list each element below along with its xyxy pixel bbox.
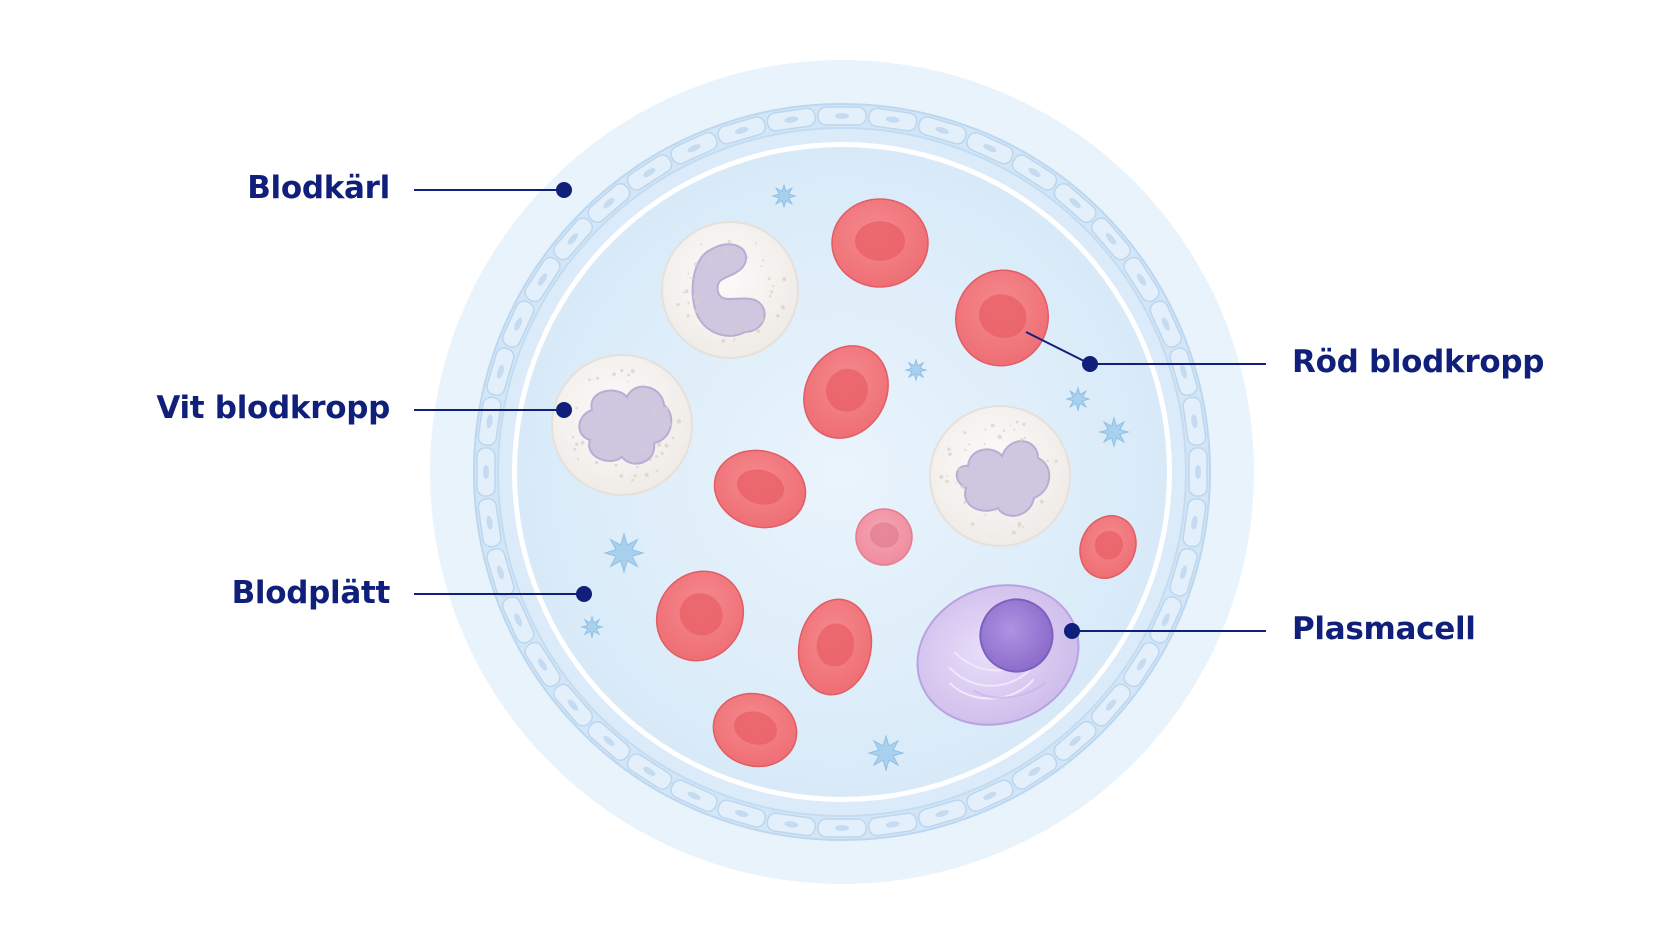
red-blood-cell <box>855 508 913 566</box>
endothelial-cell <box>1188 447 1208 497</box>
endothelial-cell <box>553 683 593 727</box>
endothelial-cell <box>626 753 673 790</box>
plasma-cell <box>916 584 1080 726</box>
endothelial-cell <box>1011 154 1058 191</box>
endothelial-cell <box>1053 721 1097 761</box>
endothelial-cell <box>966 779 1014 813</box>
endothelial-cell <box>1182 396 1207 447</box>
red-blood-cell <box>712 692 798 768</box>
label-red-blood-cell: Röd blodkropp <box>1292 344 1545 380</box>
white-blood-cell <box>929 405 1071 547</box>
endothelial-cell <box>486 547 515 597</box>
endothelial-cells <box>476 106 1208 838</box>
leader-dot-platelet <box>576 586 592 602</box>
label-platelet: Blodplätt <box>231 575 391 611</box>
endothelial-cell <box>1169 347 1198 397</box>
white-blood-cell <box>661 221 799 359</box>
endothelial-cell <box>553 217 593 261</box>
endothelial-cell <box>1123 256 1160 303</box>
endothelial-cell <box>1182 497 1207 548</box>
leader-dot-plasma-cell <box>1064 623 1080 639</box>
endothelial-cell <box>1091 683 1131 727</box>
endothelial-cell <box>524 256 561 303</box>
endothelial-cell <box>1149 300 1183 348</box>
endothelial-cell <box>867 812 918 837</box>
endothelial-cell <box>1091 217 1131 261</box>
white-blood-cell <box>551 354 693 496</box>
endothelial-cell <box>1053 183 1097 223</box>
endothelial-cell <box>501 300 535 348</box>
leader-lines <box>414 182 1266 639</box>
leader-dot-white-cell <box>556 402 572 418</box>
endothelial-cell <box>717 116 767 145</box>
label-plasma-cell: Plasmacell <box>1292 611 1476 647</box>
platelet <box>904 358 928 382</box>
endothelial-cell <box>476 447 496 497</box>
endothelial-cell <box>486 347 515 397</box>
red-blood-cell <box>803 345 889 439</box>
label-blood-vessel: Blodkärl <box>247 170 390 206</box>
platelet <box>771 183 797 209</box>
platelet <box>1065 386 1091 412</box>
endothelial-cell <box>817 106 867 126</box>
red-blood-cells <box>655 198 1137 768</box>
red-blood-cell <box>713 449 807 529</box>
endothelial-cell <box>587 721 631 761</box>
leader-dot-red-cell <box>1082 356 1098 372</box>
endothelial-cell <box>670 779 718 813</box>
endothelial-cell <box>626 154 673 191</box>
red-blood-cell <box>831 198 929 288</box>
platelet <box>867 734 905 772</box>
endothelial-cell <box>917 799 967 828</box>
endothelial-cell <box>587 183 631 223</box>
endothelial-cell <box>1169 547 1198 597</box>
endothelial-cell <box>867 107 918 132</box>
leader-dot-blood-vessel <box>556 182 572 198</box>
platelet <box>580 615 604 639</box>
red-blood-cell <box>797 598 873 696</box>
endothelial-cell <box>966 131 1014 165</box>
endothelial-cell <box>817 818 867 838</box>
label-white-blood-cell: Vit blodkropp <box>156 390 390 426</box>
endothelial-cell <box>766 812 817 837</box>
red-blood-cell <box>1079 515 1137 579</box>
endothelial-cell <box>917 116 967 145</box>
endothelial-cell <box>501 596 535 644</box>
red-blood-cell <box>655 570 745 662</box>
platelets <box>580 183 1130 772</box>
endothelial-cell <box>670 131 718 165</box>
platelet <box>603 532 645 574</box>
endothelial-cell <box>1123 641 1160 688</box>
endothelial-cell <box>717 799 767 828</box>
endothelial-cell <box>477 497 502 548</box>
red-blood-cell <box>955 269 1049 367</box>
endothelial-cell <box>524 641 561 688</box>
platelet <box>1098 416 1130 448</box>
leader-tick-red-cell <box>1025 331 1091 365</box>
endothelial-cell <box>1011 753 1058 790</box>
endothelial-cell <box>766 107 817 132</box>
